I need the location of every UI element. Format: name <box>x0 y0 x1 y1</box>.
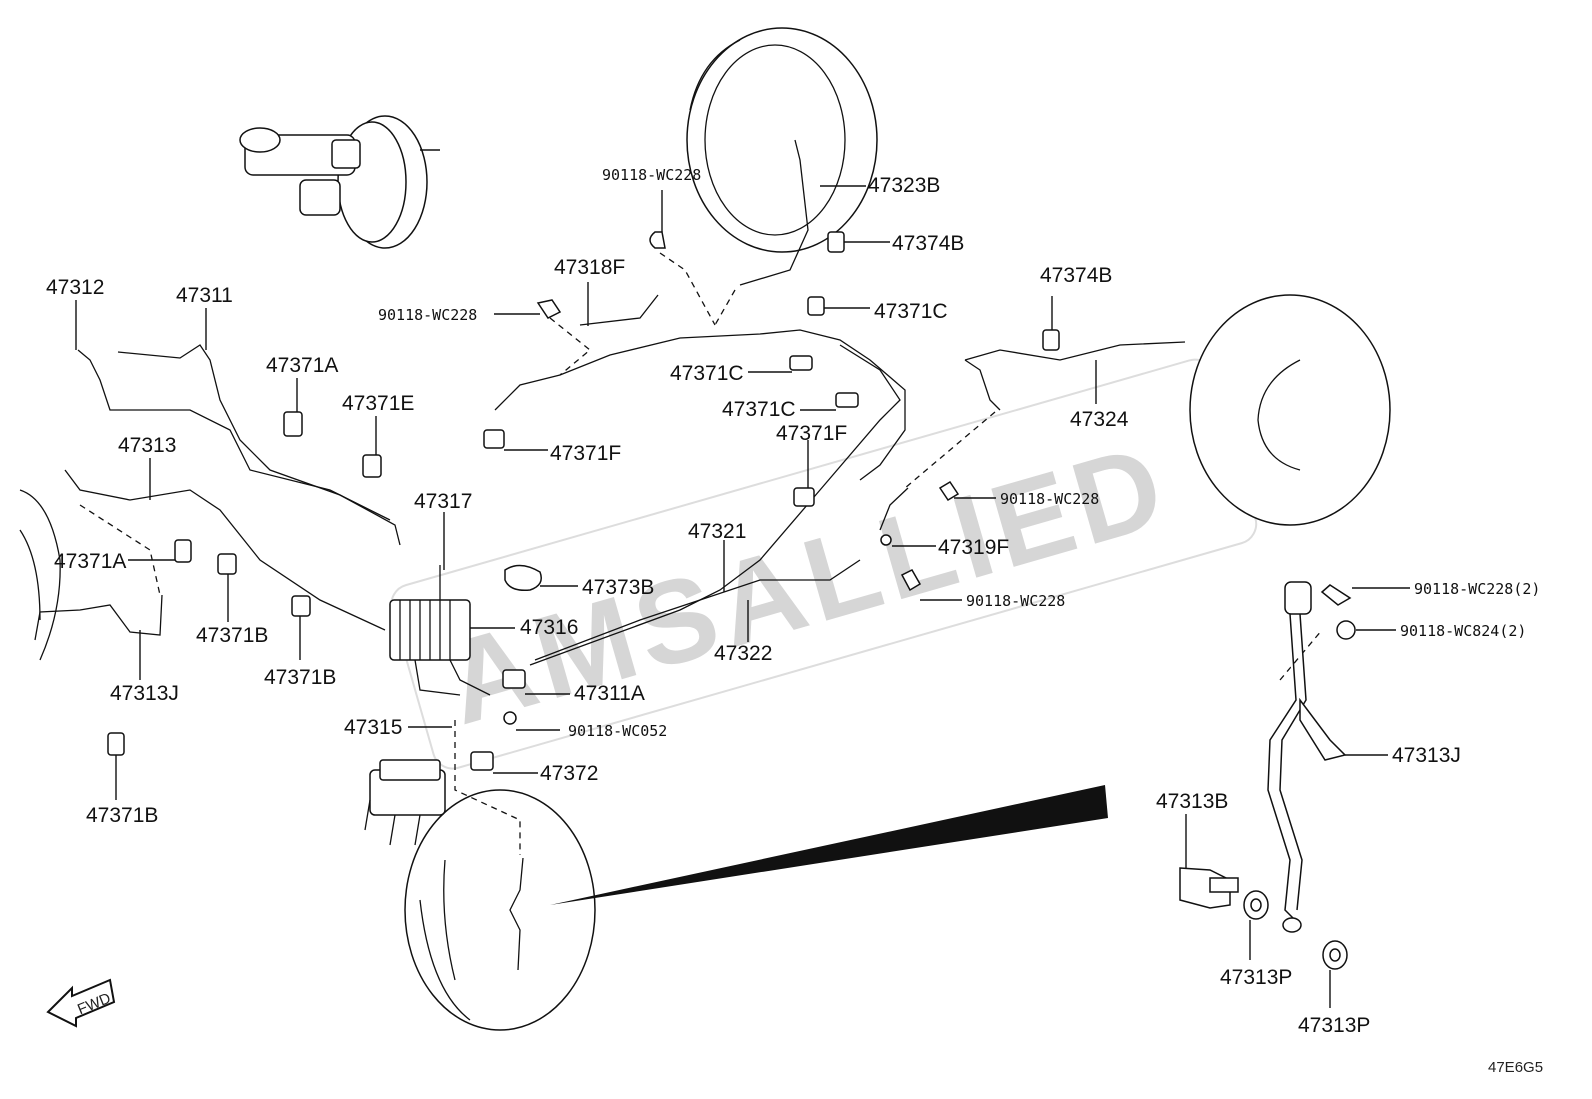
label-47313P-b: 47313P <box>1298 1014 1370 1037</box>
label-47371A-top: 47371A <box>266 354 338 377</box>
label-47371B-c: 47371B <box>86 804 158 827</box>
label-90118-WC052: 90118-WC052 <box>568 722 667 740</box>
detail-pointer <box>550 785 1108 905</box>
clips <box>107 231 1060 771</box>
label-47311: 47311 <box>176 284 233 307</box>
label-90118-WC228-a: 90118-WC228 <box>378 306 477 324</box>
brake-lines <box>34 139 1186 696</box>
diagram-code: 47E6G5 <box>1488 1059 1543 1076</box>
label-47371C-b: 47371C <box>722 398 796 421</box>
label-47324: 47324 <box>1070 408 1129 431</box>
label-90118-WC228-2: 90118-WC228(2) <box>1414 580 1540 598</box>
rear-right-tire <box>1189 294 1391 526</box>
label-47371A-left: 47371A <box>54 550 126 573</box>
label-47313: 47313 <box>118 434 176 457</box>
rear-hose-detail <box>1179 581 1356 970</box>
label-47371C-a: 47371C <box>670 362 744 385</box>
label-47313P-a: 47313P <box>1220 966 1292 989</box>
leader-lines <box>75 185 1410 1008</box>
label-47371B-b: 47371B <box>264 666 336 689</box>
label-90118-WC228-d: 90118-WC228 <box>966 592 1065 610</box>
brake-master-cylinder <box>239 115 440 249</box>
brake-line-junction-block <box>389 599 471 696</box>
label-47319F: 47319F <box>938 536 1009 559</box>
label-47318F: 47318F <box>554 256 625 279</box>
label-90118-WC228-c: 90118-WC228 <box>1000 490 1099 508</box>
front-bottom-tire <box>404 789 596 1031</box>
label-47313J-right: 47313J <box>1392 744 1461 767</box>
part-labels: 47312 47311 47371A 47371E 47313 47371A 4… <box>46 166 1543 1076</box>
label-90118-WC228-b: 90118-WC228 <box>602 166 701 184</box>
front-wheel-tire <box>686 27 878 253</box>
assembly-dash-lines <box>79 252 1323 855</box>
label-47316: 47316 <box>520 616 578 639</box>
label-47371F-a: 47371F <box>776 422 847 445</box>
label-47374B-b: 47374B <box>1040 264 1112 287</box>
label-47371B-a: 47371B <box>196 624 268 647</box>
watermark: AMSALLIED <box>390 358 1258 770</box>
label-90118-WC824-2: 90118-WC824(2) <box>1400 622 1526 640</box>
label-47322: 47322 <box>714 642 772 665</box>
label-47321: 47321 <box>688 520 746 543</box>
label-47313J-left: 47313J <box>110 682 179 705</box>
label-47373B: 47373B <box>582 576 654 599</box>
label-47317: 47317 <box>414 490 472 513</box>
label-47312: 47312 <box>46 276 104 299</box>
label-47371E: 47371E <box>342 392 414 415</box>
label-47371F-b: 47371F <box>550 442 621 465</box>
label-47315: 47315 <box>344 716 402 739</box>
forward-direction-icon: FWD <box>46 978 116 1028</box>
label-47374B-a: 47374B <box>892 232 964 255</box>
rear-left-tire <box>19 489 61 661</box>
label-47311A: 47311A <box>574 682 645 705</box>
label-47313B: 47313B <box>1156 790 1228 813</box>
abs-actuator <box>364 759 446 846</box>
label-47371C-c: 47371C <box>874 300 948 323</box>
label-47323B: 47323B <box>868 174 940 197</box>
label-47372: 47372 <box>540 762 598 785</box>
